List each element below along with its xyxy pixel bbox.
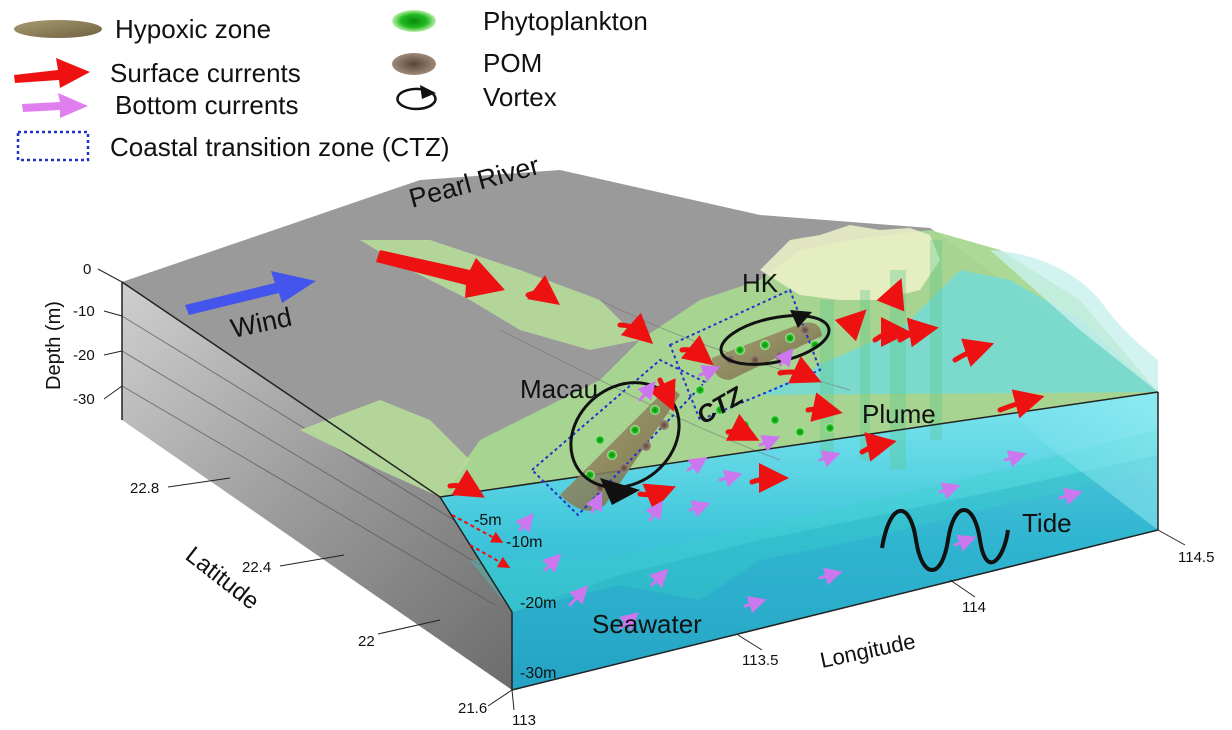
subsurface-red-lines: [451, 514, 511, 568]
tide-label: Tide: [1022, 508, 1072, 538]
left-face: [122, 282, 512, 690]
legend-bottom-label: Bottom currents: [115, 90, 299, 120]
depth-tick-0: 0: [83, 261, 91, 278]
right-pale-water: [990, 250, 1158, 392]
legend-surface-label: Surface currents: [110, 58, 301, 88]
wind-arrow: [185, 271, 316, 315]
plume-label: Plume: [862, 399, 936, 429]
lon-tick-114: 114: [962, 599, 986, 616]
depth-axis-ticks: [97, 268, 123, 400]
tide-wave: [880, 508, 1010, 572]
lat-tick-224: 22.4: [242, 559, 271, 576]
pom-swatch: [392, 53, 436, 75]
river-inflow-arrow: [376, 250, 505, 298]
lat-tick-216: 21.6: [458, 700, 487, 717]
lat-tick-22: 22: [358, 633, 375, 650]
sea-surface: [760, 270, 1158, 395]
hk-label: HK: [742, 268, 779, 298]
latitude-axis-title: Latitude: [180, 541, 264, 615]
hypoxic-zone-swatch: [14, 20, 102, 38]
lon-tick-1135: 113.5: [742, 652, 778, 669]
longitude-axis-ticks: [511, 529, 1186, 711]
surface-currents: [447, 275, 1045, 512]
west-shelf: [300, 400, 470, 497]
lon-tick-1145: 114.5: [1178, 549, 1214, 566]
contour-5m: -5m: [474, 512, 502, 529]
lon-tick-113: 113: [512, 712, 536, 729]
left-face-layers: [121, 315, 496, 606]
depth-tick-10: -10: [73, 303, 95, 320]
lat-tick-228: 22.8: [130, 480, 159, 497]
legend-vortex-label: Vortex: [483, 82, 557, 112]
contour-10m: -10m: [506, 534, 542, 551]
mid-water-band: [470, 430, 1158, 612]
surface-current-swatch: [14, 58, 90, 88]
legend-hypoxic-label: Hypoxic zone: [115, 14, 271, 44]
depth-tick-20: -20: [73, 347, 95, 364]
phytoplankton-swatch: [392, 10, 436, 32]
legend: Hypoxic zone Surface currents Bottom cur…: [14, 6, 648, 162]
seawater-label: Seawater: [592, 609, 702, 639]
bottom-currents: [515, 347, 1083, 631]
depth-tick-30: -30: [73, 391, 95, 408]
ctz-box-south: [530, 358, 707, 517]
longitude-axis-title: Longitude: [818, 628, 918, 673]
legend-pom-label: POM: [483, 48, 542, 78]
bottom-current-swatch: [22, 93, 88, 118]
contour-30m: -30m: [520, 665, 556, 682]
bottom-front-edge: [511, 529, 1159, 691]
ctz-swatch: [16, 130, 90, 162]
vortex-icon: [396, 85, 437, 111]
depth-axis-title: Depth (m): [43, 301, 65, 390]
legend-phyto-label: Phytoplankton: [483, 6, 648, 36]
left-front-edge: [439, 496, 513, 613]
contour-20m: -20m: [520, 595, 556, 612]
legend-ctz-label: Coastal transition zone (CTZ): [110, 132, 450, 162]
macau-label: Macau: [520, 374, 598, 404]
latitude-axis-ticks: [167, 477, 513, 707]
